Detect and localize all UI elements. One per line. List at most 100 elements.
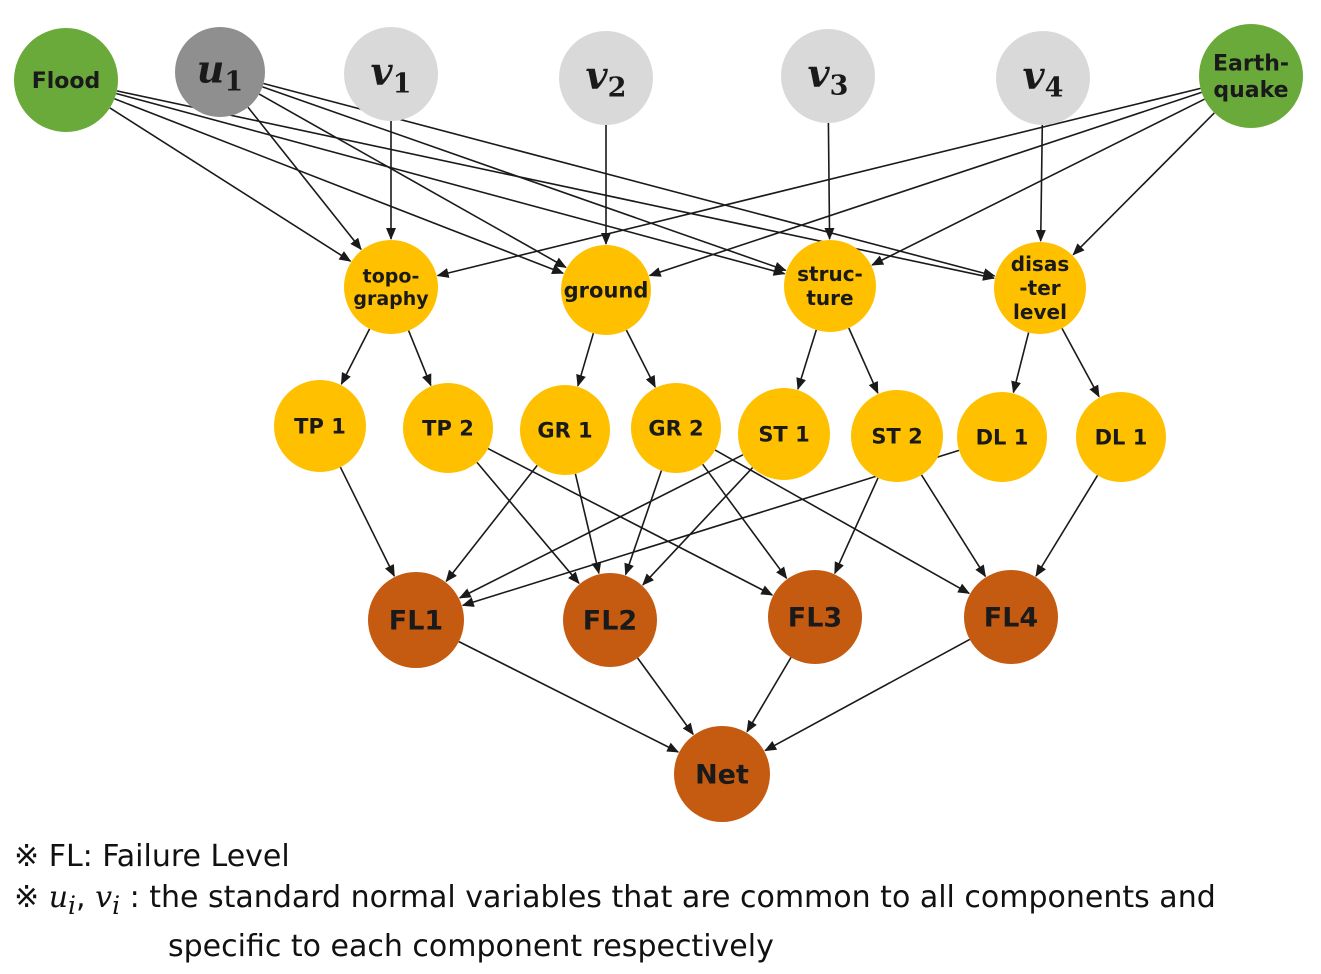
edge-flood-to-ground: [114, 98, 565, 275]
node-fl3: FL3: [768, 570, 862, 664]
edge-quake-to-disaster: [1072, 112, 1215, 256]
node-label-struct-1: ture: [806, 286, 853, 310]
node-circle-st2: [851, 390, 943, 482]
nodes-layer: Flood u1 v1 v2 v3 v4 Earth-quake topo-graphy gro…: [14, 24, 1303, 822]
edge-tp2-to-fl2: [476, 461, 580, 585]
node-label-fl2: FL2: [583, 606, 637, 637]
node-circle-topo: [344, 240, 438, 334]
edge-quake-to-ground: [648, 91, 1202, 277]
node-label-st2: ST 2: [871, 425, 922, 449]
edge-u1-to-topo: [247, 106, 362, 251]
node-flood: Flood: [14, 28, 118, 132]
node-label-quake-0: Earth-: [1213, 52, 1289, 77]
node-v2: v2: [559, 31, 653, 125]
edge-flood-to-struct: [115, 92, 786, 276]
node-label-struct-0: struc-: [797, 262, 863, 286]
node-label-disaster-2: level: [1013, 300, 1067, 324]
edge-tp2-to-fl3: [487, 447, 774, 596]
node-circle-tp2: [403, 383, 493, 473]
node-label-v2: v2: [586, 53, 627, 104]
edge-topo-to-tp1: [340, 328, 371, 385]
edge-st1-to-fl2: [642, 467, 754, 586]
node-gr2: GR 2: [631, 383, 721, 473]
node-circle-v4: [996, 31, 1090, 125]
node-ground: ground: [561, 245, 651, 335]
node-circle-v1: [344, 27, 438, 121]
notes: ※ FL: Failure Level ※ ui, vi : the stand…: [14, 836, 1216, 967]
edge-fl1-to-net: [458, 640, 680, 753]
note-variables: ※ ui, vi : the standard normal variables…: [14, 877, 1216, 926]
node-fl4: FL4: [964, 570, 1058, 664]
node-label-disaster-1: -ter: [1019, 276, 1060, 300]
node-circle-u1: [175, 27, 265, 117]
edge-struct-to-st2: [848, 327, 879, 395]
edge-v3-to-struct: [824, 122, 835, 240]
edge-st1-to-fl1: [458, 454, 744, 599]
edge-quake-to-struct: [871, 98, 1205, 266]
node-label-dl1a: DL 1: [976, 426, 1029, 450]
node-label-topo-1: graphy: [353, 288, 429, 310]
node-fl2: FL2: [563, 573, 657, 667]
edge-fl4-to-net: [764, 638, 971, 752]
node-label-tp1: TP 1: [294, 415, 346, 439]
node-label-v4: v4: [1023, 53, 1064, 104]
edge-gr1-to-fl1: [445, 464, 538, 583]
node-circle-dl1a: [957, 392, 1047, 482]
node-circle-v2: [559, 31, 653, 125]
note-fl-text: FL: Failure Level: [48, 839, 290, 874]
node-circle-quake: [1199, 24, 1303, 128]
node-v1: v1: [344, 27, 438, 121]
node-label-quake-1: quake: [1213, 78, 1288, 103]
node-circle-gr2: [631, 383, 721, 473]
node-circle-fl4: [964, 570, 1058, 664]
node-u1: u1: [175, 27, 265, 117]
node-circle-fl2: [563, 573, 657, 667]
edge-gr1-to-fl2: [574, 473, 602, 575]
edge-gr2-to-fl3: [702, 463, 788, 580]
node-label-v1: v1: [371, 49, 412, 100]
node-label-st1: ST 1: [758, 423, 809, 447]
node-gr1: GR 1: [520, 385, 610, 475]
note-u-var: u: [48, 880, 69, 915]
node-st2: ST 2: [851, 390, 943, 482]
edges-layer: [109, 82, 1215, 753]
node-tp1: TP 1: [274, 380, 366, 472]
edge-ground-to-gr2: [625, 329, 656, 388]
note-desc-line2: specific to each component respectively: [168, 929, 774, 964]
node-label-ground: ground: [564, 279, 649, 303]
node-circle-fl1: [368, 572, 464, 668]
node-v3: v3: [781, 29, 875, 123]
edge-u1-to-struct: [262, 86, 787, 272]
node-fl1: FL1: [368, 572, 464, 668]
note-v-var: v: [95, 880, 113, 915]
node-circle-net: [674, 726, 770, 822]
edge-dl1b-to-fl4: [1035, 474, 1099, 577]
node-circle-st1: [738, 388, 830, 480]
node-circle-v3: [781, 29, 875, 123]
edge-fl3-to-net: [746, 656, 792, 733]
edge-struct-to-st1: [796, 329, 818, 391]
edge-gr2-to-fl2: [624, 470, 663, 576]
node-circle-tp1: [274, 380, 366, 472]
node-label-topo-0: topo-: [363, 265, 420, 287]
node-v4: v4: [996, 31, 1090, 125]
note-symbol: ※: [14, 839, 40, 874]
node-tp2: TP 2: [403, 383, 493, 473]
edge-flood-to-disaster: [116, 90, 995, 281]
note-desc-line1: : the standard normal variables that are…: [129, 880, 1216, 915]
note-symbol: ※: [14, 880, 40, 915]
edge-ground-to-gr1: [576, 332, 595, 387]
node-label-gr2: GR 2: [648, 417, 703, 441]
node-circle-flood: [14, 28, 118, 132]
node-circle-struct: [784, 240, 876, 332]
note-v-sub: i: [112, 891, 121, 920]
node-circle-fl3: [768, 570, 862, 664]
node-label-gr1: GR 1: [537, 419, 592, 443]
node-circle-dl1b: [1076, 392, 1166, 482]
note-comma: ,: [76, 880, 86, 915]
node-label-net: Net: [695, 760, 749, 791]
edge-st2-to-fl4: [920, 474, 987, 578]
edge-flood-to-topo: [109, 107, 352, 262]
node-topo: topo-graphy: [344, 240, 438, 334]
